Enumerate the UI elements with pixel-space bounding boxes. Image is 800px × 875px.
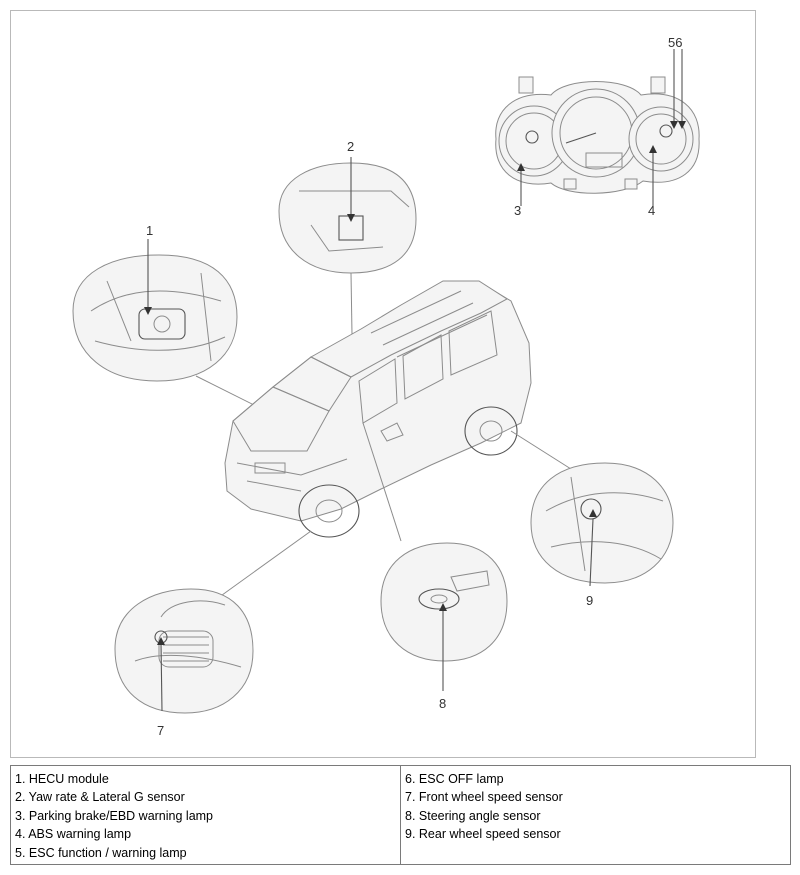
detail-front-wheel-speed-sensor: [114, 530, 312, 714]
legend-item: 1. HECU module: [15, 772, 109, 786]
legend-item: 3. Parking brake/EBD warning lamp: [15, 808, 214, 823]
detail-hecu-module: [72, 239, 267, 412]
callout-3: 3: [514, 203, 521, 218]
callout-1: 1: [146, 223, 153, 238]
detail-steering-angle-sensor: [362, 422, 508, 691]
legend-table: 1. HECU module 2. Yaw rate & Lateral G s…: [10, 765, 791, 865]
callout-2: 2: [347, 139, 354, 154]
callout-9: 9: [586, 593, 593, 608]
legend-item: 2. Yaw rate & Lateral G sensor: [15, 790, 185, 805]
legend-item: 5. ESC function / warning lamp: [15, 845, 187, 860]
legend-column-right: 6. ESC OFF lamp 7. Front wheel speed sen…: [400, 766, 790, 864]
callout-56: 56: [668, 35, 682, 50]
legend-column-left: 1. HECU module 2. Yaw rate & Lateral G s…: [11, 766, 400, 864]
instrument-cluster: [495, 49, 700, 206]
component-location-diagram: 1 2 3 4 56 7 8 9: [72, 35, 700, 738]
detail-rear-wheel-speed-sensor: [510, 430, 674, 587]
vehicle-illustration: [224, 280, 532, 538]
legend-item: 8. Steering angle sensor: [405, 808, 541, 823]
legend-item: 4. ABS warning lamp: [15, 827, 132, 842]
diagram-frame: 1 2 3 4 56 7 8 9: [10, 10, 756, 758]
legend-item: 9. Rear wheel speed sensor: [405, 827, 561, 842]
detail-yaw-rate-sensor: [278, 157, 417, 397]
legend-item: 7. Front wheel speed sensor: [405, 790, 563, 805]
callout-4: 4: [648, 203, 655, 218]
callout-8: 8: [439, 696, 446, 711]
legend-item: 6. ESC OFF lamp: [405, 772, 504, 786]
callout-7: 7: [157, 723, 164, 738]
